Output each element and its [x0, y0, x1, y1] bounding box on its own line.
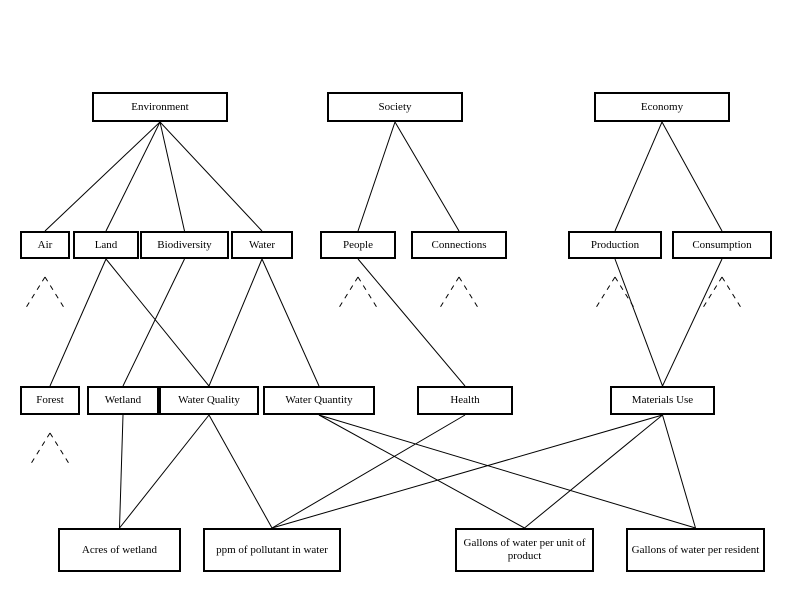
node-people[interactable]: People [320, 231, 396, 259]
node-label: Production [590, 238, 640, 251]
node-label: Wetland [104, 394, 142, 407]
dashed-stub-air [44, 276, 67, 312]
node-label: Air [37, 238, 53, 251]
node-label: Materials Use [631, 394, 694, 407]
edge-water-quality-to-acres-of-wetland [119, 414, 210, 529]
node-land[interactable]: Land [73, 231, 139, 259]
edge-materials-use-to-ppm-of-pollutant [271, 414, 663, 529]
dashed-stub-forest [28, 432, 51, 468]
node-label: ppm of pollutant in water [216, 543, 328, 556]
edge-biodiversity-to-wetland [122, 258, 185, 387]
edge-water-quantity-to-gallons-per-resident [318, 414, 696, 529]
edge-land-to-forest [49, 258, 107, 387]
node-label: Gallons of water per resident [631, 543, 760, 556]
node-label: Acres of wetland [81, 543, 158, 556]
edge-environment-to-biodiversity [159, 121, 185, 232]
edge-water-quality-to-ppm-of-pollutant [208, 414, 273, 529]
node-water-quality[interactable]: Water Quality [159, 386, 259, 415]
dashed-stub-connections [458, 276, 481, 312]
node-water[interactable]: Water [231, 231, 293, 259]
node-acres-of-wetland[interactable]: Acres of wetland [58, 528, 181, 572]
edge-health-to-ppm-of-pollutant [271, 414, 466, 529]
edge-land-to-water-quality [105, 258, 210, 387]
edge-environment-to-air [44, 121, 161, 232]
node-ppm-of-pollutant[interactable]: ppm of pollutant in water [203, 528, 341, 572]
dashed-stub-connections [437, 276, 460, 312]
node-label: Consumption [692, 238, 752, 251]
edge-water-to-water-quantity [261, 258, 320, 387]
node-label: Society [378, 100, 412, 113]
edge-wetland-to-acres-of-wetland [119, 414, 124, 529]
node-label: Water [249, 238, 275, 251]
edge-water-quantity-to-gallons-per-unit [318, 414, 525, 529]
edge-environment-to-water [159, 121, 263, 232]
node-label: Environment [131, 100, 189, 113]
node-label: Forest [36, 394, 64, 407]
node-label: Biodiversity [157, 238, 212, 251]
node-water-quantity[interactable]: Water Quantity [263, 386, 375, 415]
node-connections[interactable]: Connections [411, 231, 507, 259]
edge-materials-use-to-gallons-per-unit [524, 414, 663, 529]
edge-society-to-people [357, 121, 396, 232]
node-label: Gallons of water per unit of product [463, 537, 586, 562]
dashed-stub-consumption [700, 276, 723, 312]
edge-people-to-health [357, 258, 466, 387]
edge-economy-to-consumption [661, 121, 723, 232]
node-biodiversity[interactable]: Biodiversity [140, 231, 229, 259]
dashed-stub-air [23, 276, 46, 312]
node-label: Health [450, 394, 480, 407]
edge-consumption-to-materials-use [662, 258, 723, 387]
edge-society-to-connections [394, 121, 460, 232]
edge-economy-to-production [614, 121, 663, 232]
node-label: Economy [640, 100, 684, 113]
node-label: Connections [431, 238, 487, 251]
dashed-stub-production [593, 276, 616, 312]
node-label: Land [94, 238, 118, 251]
node-health[interactable]: Health [417, 386, 513, 415]
node-consumption[interactable]: Consumption [672, 231, 772, 259]
node-air[interactable]: Air [20, 231, 70, 259]
node-forest[interactable]: Forest [20, 386, 80, 415]
node-gallons-per-resident[interactable]: Gallons of water per resident [626, 528, 765, 572]
edge-environment-to-land [105, 121, 161, 232]
node-economy[interactable]: Economy [594, 92, 730, 122]
node-wetland[interactable]: Wetland [87, 386, 159, 415]
node-materials-use[interactable]: Materials Use [610, 386, 715, 415]
edge-materials-use-to-gallons-per-resident [662, 414, 696, 529]
dashed-stub-production [614, 276, 637, 312]
node-production[interactable]: Production [568, 231, 662, 259]
node-label: Water Quantity [285, 394, 353, 407]
node-society[interactable]: Society [327, 92, 463, 122]
node-gallons-per-unit[interactable]: Gallons of water per unit of product [455, 528, 594, 572]
dashed-stub-forest [49, 432, 72, 468]
node-environment[interactable]: Environment [92, 92, 228, 122]
node-label: People [343, 238, 373, 251]
dashed-stub-people [336, 276, 359, 312]
dashed-stub-people [357, 276, 380, 312]
edge-production-to-materials-use [614, 258, 663, 387]
dashed-stub-consumption [721, 276, 744, 312]
edge-water-to-water-quality [208, 258, 263, 387]
node-label: Water Quality [178, 394, 240, 407]
